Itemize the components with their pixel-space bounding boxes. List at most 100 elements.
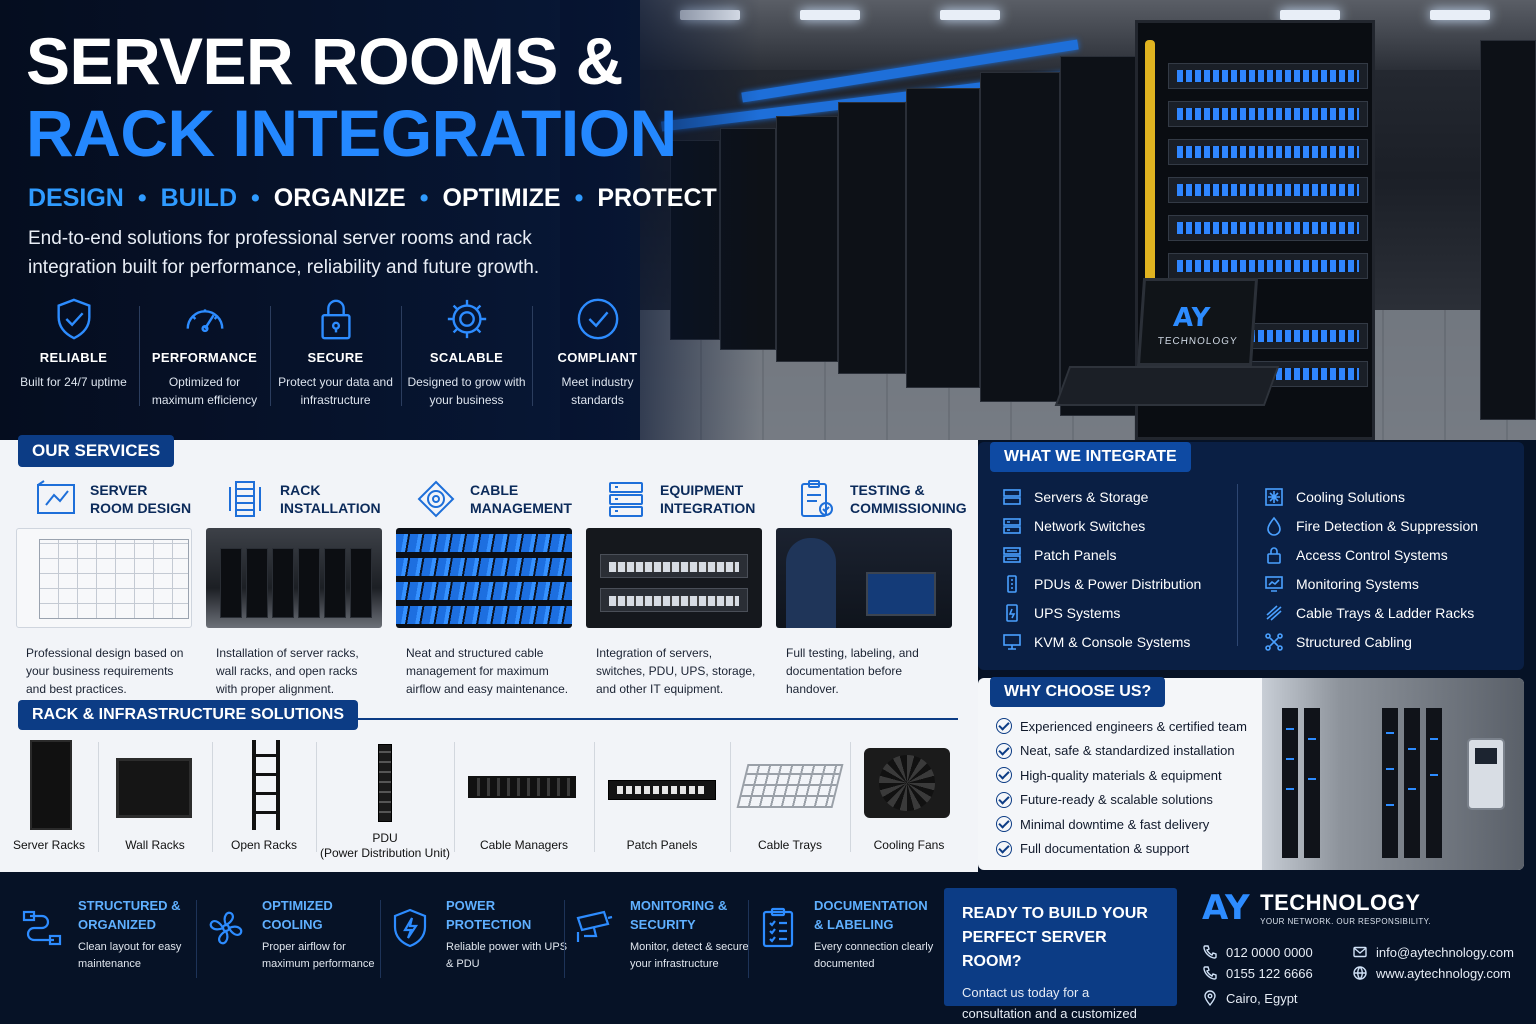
- featured-rack: [1135, 20, 1375, 440]
- snowflake-icon: [1265, 487, 1283, 506]
- service-title: RACK INSTALLATION: [280, 482, 381, 516]
- footer-feature-documentation: DOCUMENTATION & LABELING Every connection…: [748, 896, 940, 978]
- service-image: [776, 528, 952, 628]
- check-icon: [996, 816, 1012, 833]
- integrate-item: Access Control Systems: [1264, 540, 1478, 569]
- integrate-item: Servers & Storage: [1002, 482, 1201, 511]
- services-heading: OUR SERVICES: [18, 435, 175, 467]
- service-server-room-design: SERVER ROOM DESIGN Professional design b…: [16, 474, 192, 698]
- intro-text: End-to-end solutions for professional se…: [28, 228, 540, 278]
- product-label: Cooling Fans: [873, 838, 945, 852]
- why-item: Minimal downtime & fast delivery: [996, 812, 1247, 837]
- location-pin-icon: [1204, 990, 1216, 1006]
- cta-desc: Contact us today for a consultation and …: [962, 985, 1137, 1021]
- wall-rack-image: [116, 758, 192, 818]
- service-desc: Professional design based on your busine…: [26, 646, 184, 696]
- server-icon: [1003, 488, 1021, 505]
- padlock-icon: [320, 299, 351, 340]
- service-desc: Full testing, labeling, and documentatio…: [786, 646, 919, 696]
- why-list: Experienced engineers & certified team N…: [996, 714, 1247, 861]
- feature-desc: Protect your data and infrastructure: [278, 375, 393, 407]
- footer-feature-structured: STRUCTURED & ORGANIZED Clean layout for e…: [20, 896, 204, 973]
- tagline-word: BUILD: [160, 184, 238, 212]
- footer-feature-desc: Clean layout for easy maintenance: [78, 941, 182, 970]
- service-rack-installation: RACK INSTALLATION Installation of server…: [206, 474, 382, 698]
- phone-icon: [1203, 966, 1217, 980]
- product-cable-managers: Cable Managers: [454, 734, 594, 862]
- service-title: CABLE MANAGEMENT: [470, 482, 572, 516]
- check-icon: [996, 742, 1012, 759]
- cable-manager-image: [468, 776, 576, 798]
- product-pdu: PDU (Power Distribution Unit): [316, 734, 454, 862]
- check-icon: [996, 767, 1012, 784]
- brand-slogan: YOUR NETWORK. OUR RESPONSIBILITY.: [1260, 917, 1431, 926]
- feature-title: RELIABLE: [39, 350, 108, 365]
- kvm-icon: [1003, 633, 1021, 650]
- services-row: SERVER ROOM DESIGN Professional design b…: [16, 474, 967, 698]
- yellow-cable-bundle: [1145, 40, 1155, 300]
- shield-bolt-icon: [393, 908, 427, 948]
- rack-solutions-heading: RACK & INFRASTRUCTURE SOLUTIONS: [18, 700, 358, 730]
- integrate-item: Cable Trays & Ladder Racks: [1264, 598, 1478, 627]
- contact-phone-1[interactable]: 012 0000 0000: [1202, 944, 1313, 960]
- footer-feature-desc: Reliable power with UPS & PDU: [446, 941, 568, 970]
- shield-check-icon: [56, 298, 91, 340]
- page-title-line1: SERVER ROOMS &: [26, 24, 623, 98]
- why-item: Full documentation & support: [996, 837, 1247, 862]
- footer-feature-power: POWER PROTECTION Reliable power with UPS …: [380, 896, 572, 978]
- service-title: SERVER ROOM DESIGN: [90, 482, 192, 516]
- rack-solutions-rule: [18, 718, 958, 720]
- product-label: Wall Racks: [125, 838, 185, 852]
- footer-feature-desc: Every connection clearly documented: [814, 941, 934, 970]
- cta-box[interactable]: READY TO BUILD YOUR PERFECT SERVER ROOM?…: [944, 888, 1177, 1021]
- tagline: DESIGN• BUILD• ORGANIZE• OPTIMIZE• PROTE…: [28, 184, 717, 212]
- integrate-panel: [978, 442, 1524, 670]
- footer-feature-desc: Monitor, detect & secure your infrastruc…: [630, 941, 749, 970]
- check-icon: [996, 791, 1012, 808]
- contact-website[interactable]: www.aytechnology.com: [1352, 965, 1511, 981]
- feature-title: COMPLIANT: [557, 350, 638, 365]
- integrate-item: PDUs & Power Distribution: [1002, 569, 1201, 598]
- service-image: [586, 528, 762, 628]
- product-label: Patch Panels: [626, 838, 698, 852]
- integrate-heading: WHAT WE INTEGRATE: [990, 442, 1191, 472]
- integrate-list-right: Cooling Solutions Fire Detection & Suppr…: [1264, 482, 1478, 656]
- service-title: TESTING & COMMISSIONING: [850, 482, 967, 516]
- footer: [0, 876, 1536, 1024]
- ups-icon: [1006, 603, 1018, 622]
- cable-icon: [417, 480, 455, 518]
- why-item: Experienced engineers & certified team: [996, 714, 1247, 739]
- check-icon: [996, 718, 1012, 735]
- product-wall-racks: Wall Racks: [98, 734, 212, 862]
- laptop-logo: AY: [1172, 303, 1211, 333]
- feature-compliant: COMPLIANT Meet industry standards: [532, 296, 663, 409]
- feature-desc: Built for 24/7 uptime: [20, 375, 127, 389]
- feature-desc: Meet industry standards: [561, 375, 634, 407]
- service-image: [396, 528, 572, 628]
- product-sublabel: (Power Distribution Unit): [319, 846, 451, 860]
- product-patch-panels: Patch Panels: [594, 734, 730, 862]
- server-rack-image: [30, 740, 72, 830]
- footer-feature-title: POWER PROTECTION: [446, 898, 532, 932]
- service-testing-commissioning: TESTING & COMMISSIONING Full testing, la…: [776, 474, 967, 698]
- contact-email[interactable]: info@aytechnology.com: [1352, 944, 1514, 960]
- cooling-fan-image: [864, 748, 950, 818]
- why-item: High-quality materials & equipment: [996, 763, 1247, 788]
- globe-icon: [1353, 966, 1367, 980]
- tagline-word: PROTECT: [597, 184, 717, 212]
- brand-name: TECHNOLOGY: [1260, 890, 1421, 915]
- cable-tray-icon: [1266, 604, 1282, 621]
- speedometer-icon: [186, 309, 223, 333]
- server-stack-icon: [609, 482, 643, 517]
- integrate-item: Network Switches: [1002, 511, 1201, 540]
- service-image: [206, 528, 382, 628]
- footer-feature-title: STRUCTURED & ORGANIZED: [78, 898, 181, 932]
- footer-feature-title: DOCUMENTATION & LABELING: [814, 898, 928, 932]
- contact-phone-2[interactable]: 0155 122 6666: [1202, 965, 1313, 981]
- feature-desc: Optimized for maximum efficiency: [151, 375, 258, 407]
- fan-icon: [209, 911, 243, 945]
- why-heading: WHY CHOOSE US?: [990, 677, 1166, 707]
- product-label: PDU: [372, 831, 398, 845]
- lock-icon: [1267, 546, 1281, 564]
